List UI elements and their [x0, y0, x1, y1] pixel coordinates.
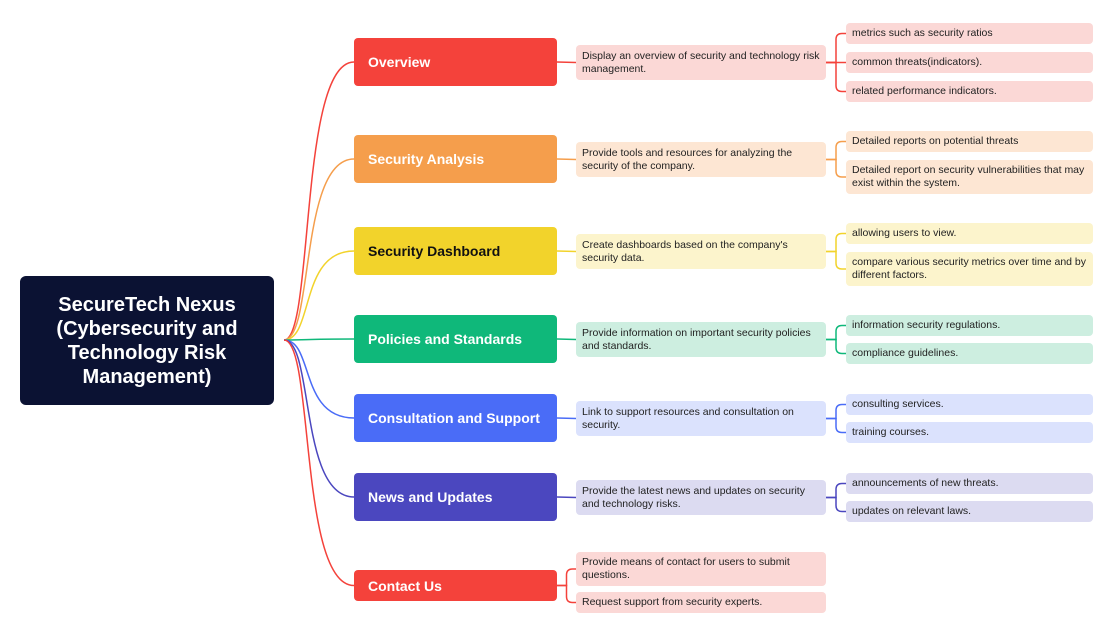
connector-topic-contact-us-0 — [557, 568, 576, 587]
subtopic-security-analysis-0[interactable]: Provide tools and resources for analyzin… — [576, 142, 826, 177]
detail-security-dashboard-0[interactable]: allowing users to view. — [846, 223, 1093, 244]
detail-consultation-and-support-1[interactable]: training courses. — [846, 422, 1093, 443]
connector-sub-news-and-updates-0-0 — [826, 482, 846, 499]
connector-sub-security-dashboard-0-1 — [826, 250, 846, 270]
connector-sub-consultation-and-support-0-1 — [826, 417, 846, 434]
connector-topic-policies-and-standards-0 — [556, 338, 577, 341]
detail-overview-2[interactable]: related performance indicators. — [846, 81, 1093, 102]
subtopic-contact-us-1[interactable]: Request support from security experts. — [576, 592, 826, 613]
connector-topic-security-analysis-0 — [556, 158, 577, 161]
detail-security-dashboard-1[interactable]: compare various security metrics over ti… — [846, 252, 1093, 286]
connector-topic-news-and-updates-0 — [556, 496, 577, 499]
connector-sub-policies-and-standards-0-1 — [826, 338, 846, 355]
connector-topic-overview-0 — [556, 61, 577, 64]
subtopic-consultation-and-support-0[interactable]: Link to support resources and consultati… — [576, 401, 826, 436]
connector-sub-overview-0-2 — [826, 61, 846, 93]
topic-contact-us[interactable]: Contact Us — [354, 570, 557, 601]
connector-sub-security-analysis-0-0 — [826, 140, 846, 161]
root-node[interactable]: SecureTech Nexus (Cybersecurity and Tech… — [20, 276, 274, 405]
subtopic-security-dashboard-0[interactable]: Create dashboards based on the company's… — [576, 234, 826, 269]
connector-sub-overview-0-0 — [826, 32, 846, 64]
connector-root-consultation-and-support — [283, 339, 355, 419]
topic-security-dashboard[interactable]: Security Dashboard — [354, 227, 557, 275]
detail-security-analysis-0[interactable]: Detailed reports on potential threats — [846, 131, 1093, 152]
detail-policies-and-standards-0[interactable]: information security regulations. — [846, 315, 1093, 336]
connector-topic-security-dashboard-0 — [556, 250, 577, 253]
connector-sub-security-analysis-0-1 — [826, 158, 846, 178]
connector-topic-consultation-and-support-0 — [556, 417, 577, 420]
connector-root-news-and-updates — [283, 339, 355, 498]
detail-news-and-updates-1[interactable]: updates on relevant laws. — [846, 501, 1093, 522]
subtopic-contact-us-0[interactable]: Provide means of contact for users to su… — [576, 552, 826, 586]
topic-policies-and-standards[interactable]: Policies and Standards — [354, 315, 557, 363]
detail-policies-and-standards-1[interactable]: compliance guidelines. — [846, 343, 1093, 364]
connector-root-security-analysis — [283, 158, 355, 341]
connector-root-contact-us — [283, 339, 355, 587]
topic-overview[interactable]: Overview — [354, 38, 557, 86]
connector-topic-contact-us-1 — [557, 584, 576, 604]
detail-consultation-and-support-0[interactable]: consulting services. — [846, 394, 1093, 415]
detail-news-and-updates-0[interactable]: announcements of new threats. — [846, 473, 1093, 494]
detail-overview-1[interactable]: common threats(indicators). — [846, 52, 1093, 73]
connector-sub-news-and-updates-0-1 — [826, 496, 846, 513]
connector-root-security-dashboard — [283, 250, 355, 341]
detail-security-analysis-1[interactable]: Detailed report on security vulnerabilit… — [846, 160, 1093, 194]
connector-sub-policies-and-standards-0-0 — [826, 324, 846, 341]
connector-sub-security-dashboard-0-0 — [826, 232, 846, 253]
topic-news-and-updates[interactable]: News and Updates — [354, 473, 557, 521]
subtopic-news-and-updates-0[interactable]: Provide the latest news and updates on s… — [576, 480, 826, 515]
topic-security-analysis[interactable]: Security Analysis — [354, 135, 557, 183]
topic-consultation-and-support[interactable]: Consultation and Support — [354, 394, 557, 442]
subtopic-policies-and-standards-0[interactable]: Provide information on important securit… — [576, 322, 826, 357]
subtopic-overview-0[interactable]: Display an overview of security and tech… — [576, 45, 826, 80]
detail-overview-0[interactable]: metrics such as security ratios — [846, 23, 1093, 44]
connector-root-overview — [283, 61, 355, 341]
connector-sub-consultation-and-support-0-0 — [826, 403, 846, 420]
connector-root-policies-and-standards — [283, 338, 355, 341]
